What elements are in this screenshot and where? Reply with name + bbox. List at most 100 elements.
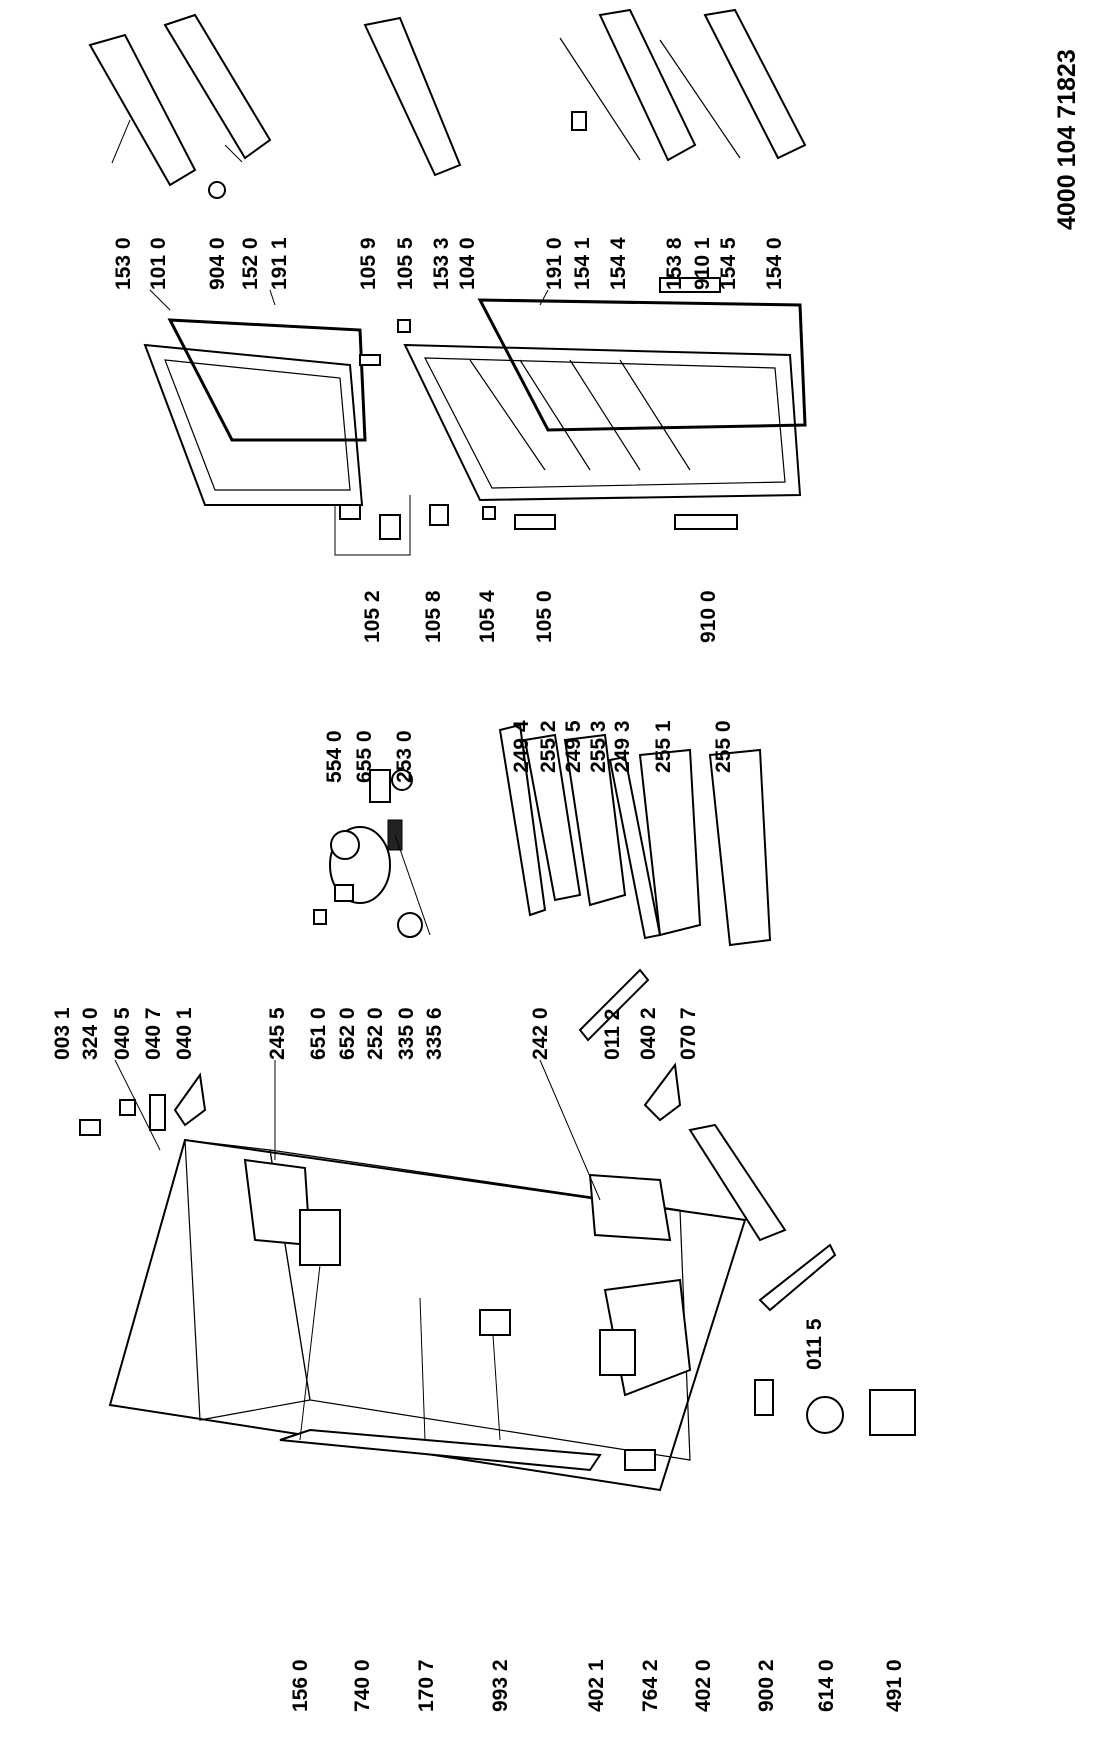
crisper-drawer-242-0 (588, 1173, 672, 1242)
label-249-5: 249 5 (562, 720, 585, 773)
box-491-0 (869, 1389, 916, 1436)
hinge-910-0 (674, 514, 738, 530)
label-154-5: 154 5 (717, 237, 740, 290)
hinge-part-b (379, 514, 401, 540)
label-904-0: 904 0 (206, 237, 229, 290)
label-040-5: 040 5 (111, 1007, 134, 1060)
label-245-5: 245 5 (266, 1007, 289, 1060)
capacitor-764-2 (624, 1449, 656, 1471)
glass-shelf-255-0 (708, 748, 772, 947)
glass-shelf-255-2 (523, 733, 582, 902)
door-balcony-1540 (703, 8, 807, 160)
label-040-1: 040 1 (173, 1007, 196, 1060)
label-070-7: 070 7 (677, 1007, 700, 1060)
label-170-7: 170 7 (415, 1659, 438, 1712)
label-554-0: 554 0 (323, 730, 346, 783)
label-252-0: 252 0 (364, 1007, 387, 1060)
clip-154-1 (571, 111, 587, 131)
label-153-8: 153 8 (663, 237, 686, 290)
label-993-2: 993 2 (489, 1659, 512, 1712)
label-154-4: 154 4 (607, 237, 630, 290)
label-255-3: 255 3 (587, 720, 610, 773)
part-105-0 (514, 514, 556, 530)
drain-993-2 (479, 1309, 511, 1336)
label-655-0: 655 0 (353, 730, 376, 783)
fridge-door (403, 343, 802, 502)
part-655-0 (369, 769, 391, 803)
label-154-0: 154 0 (763, 237, 786, 290)
part-105-5 (397, 319, 411, 333)
label-011-5: 011 5 (803, 1318, 826, 1370)
label-003-1: 003 1 (51, 1007, 74, 1060)
door-balcony-1538 (598, 8, 697, 162)
hinge-040-1 (173, 1072, 207, 1127)
label-255-2: 255 2 (537, 720, 560, 773)
glass-shelf-255-3 (563, 733, 627, 907)
label-154-1: 154 1 (571, 237, 594, 290)
freezer-door (143, 343, 364, 506)
label-153-0: 153 0 (112, 237, 135, 290)
label-910-0: 910 0 (697, 590, 720, 643)
label-402-0: 402 0 (692, 1659, 715, 1712)
left-profile-011-5 (758, 1243, 837, 1312)
label-764-2: 764 2 (639, 1659, 662, 1712)
label-105-2: 105 2 (361, 590, 384, 643)
right-profile-011-2 (578, 968, 650, 1042)
label-335-6: 335 6 (423, 1007, 446, 1060)
relay-402-1 (599, 1329, 636, 1376)
label-255-1: 255 1 (652, 720, 675, 773)
hinge-part-a (339, 504, 361, 520)
part-614-0 (806, 1396, 844, 1434)
fan-156-0 (299, 1209, 341, 1266)
label-335-0: 335 0 (395, 1007, 418, 1060)
door-balcony-1533 (363, 16, 462, 177)
thermostat-652-0 (334, 884, 354, 902)
label-040-2: 040 2 (637, 1007, 660, 1060)
label-101-0: 101 0 (147, 237, 170, 290)
door-balcony-small (163, 13, 272, 160)
hinge-910-1 (659, 277, 721, 293)
hinge-040-2 (643, 1062, 682, 1122)
plug-904-0 (208, 181, 226, 199)
cover-253-0 (391, 769, 413, 791)
label-249-4: 249 4 (510, 720, 533, 773)
label-255-0: 255 0 (712, 720, 735, 773)
bulb-651-0 (313, 909, 327, 925)
label-153-3: 153 3 (430, 237, 453, 290)
part-900-2 (754, 1379, 774, 1416)
label-191-0: 191 0 (543, 237, 566, 290)
part-040-7 (149, 1094, 166, 1131)
label-040-7: 040 7 (142, 1007, 165, 1060)
lamp-ring-554-0 (330, 830, 360, 860)
label-105-9: 105 9 (357, 237, 380, 290)
part-105-9 (359, 354, 381, 366)
document-number: 4000 104 71823 (1053, 49, 1081, 230)
label-253-0: 253 0 (393, 730, 416, 783)
label-910-1: 910 1 (691, 237, 714, 290)
part-105-4 (482, 506, 496, 520)
shelf-trim-249-4 (498, 723, 547, 917)
label-491-0: 491 0 (883, 1659, 906, 1712)
fridge-door-gasket (477, 298, 807, 432)
label-652-0: 652 0 (336, 1007, 359, 1060)
dairy-cover (88, 33, 197, 187)
hinge-105-8 (429, 504, 449, 526)
knob-335-0 (397, 912, 423, 938)
label-324-0: 324 0 (79, 1007, 102, 1060)
label-614-0: 614 0 (815, 1659, 838, 1712)
label-242-0: 242 0 (529, 1007, 552, 1060)
label-105-8: 105 8 (422, 590, 445, 643)
label-740-0: 740 0 (351, 1659, 374, 1712)
label-105-4: 105 4 (476, 590, 499, 643)
label-011-2: 011 2 (601, 1008, 624, 1060)
label-651-0: 651 0 (307, 1007, 330, 1060)
label-900-2: 900 2 (755, 1659, 778, 1712)
part-040-5 (119, 1099, 136, 1116)
part-324-0 (79, 1119, 101, 1136)
label-191-1: 191 1 (268, 237, 291, 290)
label-152-0: 152 0 (239, 237, 262, 290)
label-249-3: 249 3 (611, 720, 634, 773)
label-105-0: 105 0 (533, 590, 556, 643)
